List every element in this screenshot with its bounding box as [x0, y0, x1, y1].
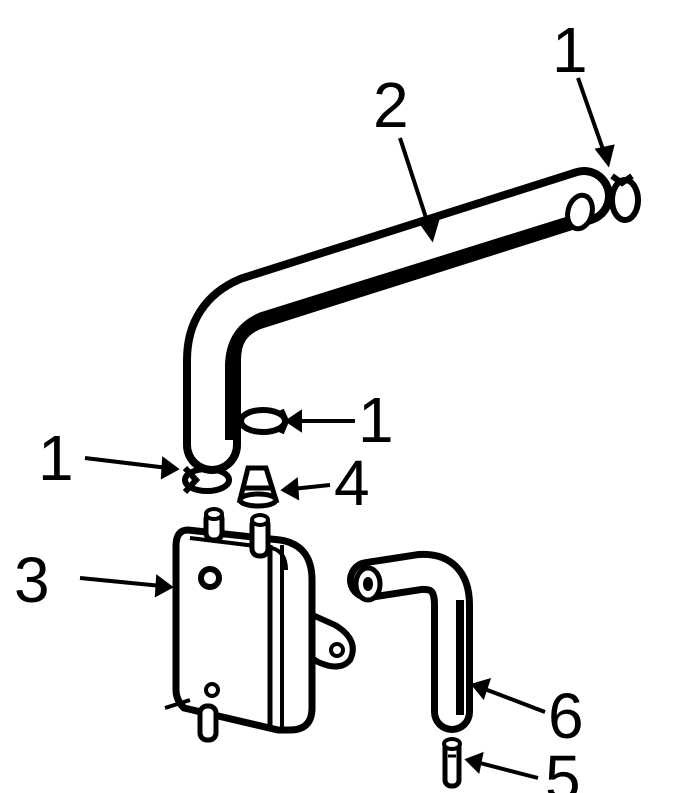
callout-hose-long: 2	[373, 69, 409, 141]
callout-clip-top: 1	[552, 14, 588, 86]
short-fuel-hose	[347, 550, 473, 733]
hose-nipple	[442, 737, 462, 789]
callout-hose-short: 6	[548, 680, 584, 752]
hose-fitting	[236, 465, 280, 509]
short-hose-end-hole	[363, 577, 373, 591]
callout-pump: 3	[14, 544, 50, 616]
fuel-pump	[164, 507, 356, 743]
leader-lines	[79, 77, 615, 780]
callout-clip-left: 1	[38, 422, 74, 494]
long-hose-end-ring	[565, 192, 595, 232]
long-fuel-hose	[183, 167, 613, 474]
callout-fitting: 4	[334, 447, 370, 519]
callout-nipple: 5	[545, 742, 581, 793]
hose-clip-left	[182, 465, 232, 495]
hose-clip-top	[609, 173, 641, 223]
callout-clip-right: 1	[358, 384, 394, 456]
hose-clip-right	[238, 407, 290, 435]
